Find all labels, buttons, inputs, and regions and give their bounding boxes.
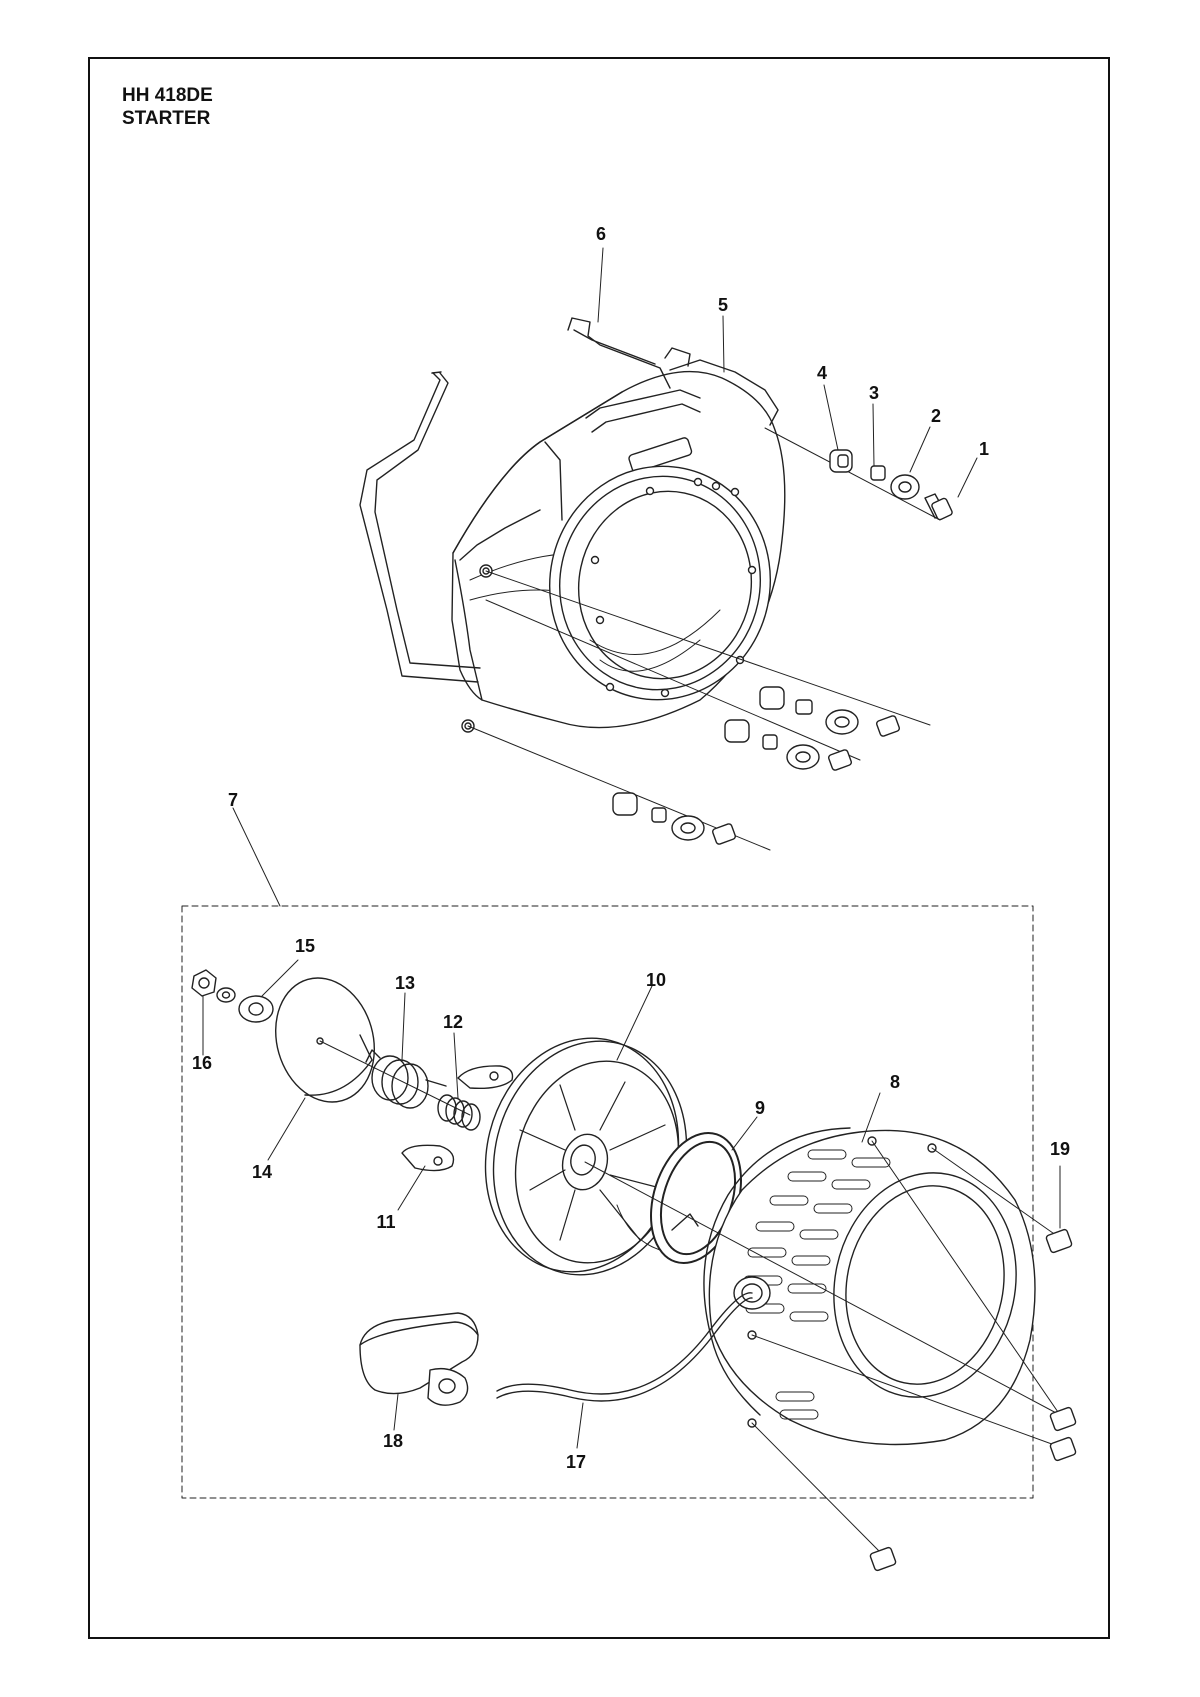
hardware-row-4 — [467, 725, 771, 851]
callout-16: 16 — [191, 1053, 213, 1073]
model-title: HH 418DE — [122, 85, 213, 106]
callout-2: 2 — [930, 406, 942, 426]
callout-13: 13 — [394, 973, 416, 993]
top-cover-plate — [669, 359, 779, 426]
ratchet-pawls — [401, 1065, 514, 1172]
callout-14: 14 — [251, 1162, 273, 1182]
callout-6: 6 — [595, 224, 607, 244]
section-title: STARTER — [122, 108, 211, 129]
callout-18: 18 — [382, 1431, 404, 1451]
housing-opening — [548, 465, 772, 701]
hardware-row-3 — [485, 599, 861, 771]
starter-rope — [496, 1204, 753, 1402]
callout-12: 12 — [442, 1012, 464, 1032]
callout-4: 4 — [816, 363, 828, 383]
cable-bracket — [567, 317, 691, 389]
hardware-row-2 — [485, 570, 931, 737]
nut-and-washers — [191, 969, 274, 1023]
callout-1: 1 — [978, 439, 990, 459]
housing-bolt-holes — [461, 477, 757, 733]
handle-arm — [359, 371, 481, 683]
rope-reel — [484, 1037, 688, 1276]
callout-7: 7 — [227, 790, 239, 810]
callout-5: 5 — [717, 295, 729, 315]
drawing-frame — [88, 57, 1110, 1639]
starter-housing — [703, 1127, 1036, 1446]
callout-8: 8 — [889, 1072, 901, 1092]
starter-handle — [359, 1312, 479, 1406]
callout-15: 15 — [294, 936, 316, 956]
starter-group-box — [181, 905, 1034, 1499]
callout-3: 3 — [868, 383, 880, 403]
housing-bolts — [584, 1140, 1077, 1572]
callout-9: 9 — [754, 1098, 766, 1118]
callout-10: 10 — [645, 970, 667, 990]
callout-11: 11 — [376, 1212, 396, 1232]
compression-spring — [437, 1094, 481, 1131]
callout-19: 19 — [1049, 1139, 1071, 1159]
callout-17: 17 — [565, 1452, 587, 1472]
hardware-row-1 — [764, 427, 953, 521]
leader-lines — [202, 247, 1061, 1449]
torsion-spring — [365, 1049, 447, 1109]
friction-plate — [274, 977, 471, 1116]
recoil-spring — [650, 1131, 742, 1265]
